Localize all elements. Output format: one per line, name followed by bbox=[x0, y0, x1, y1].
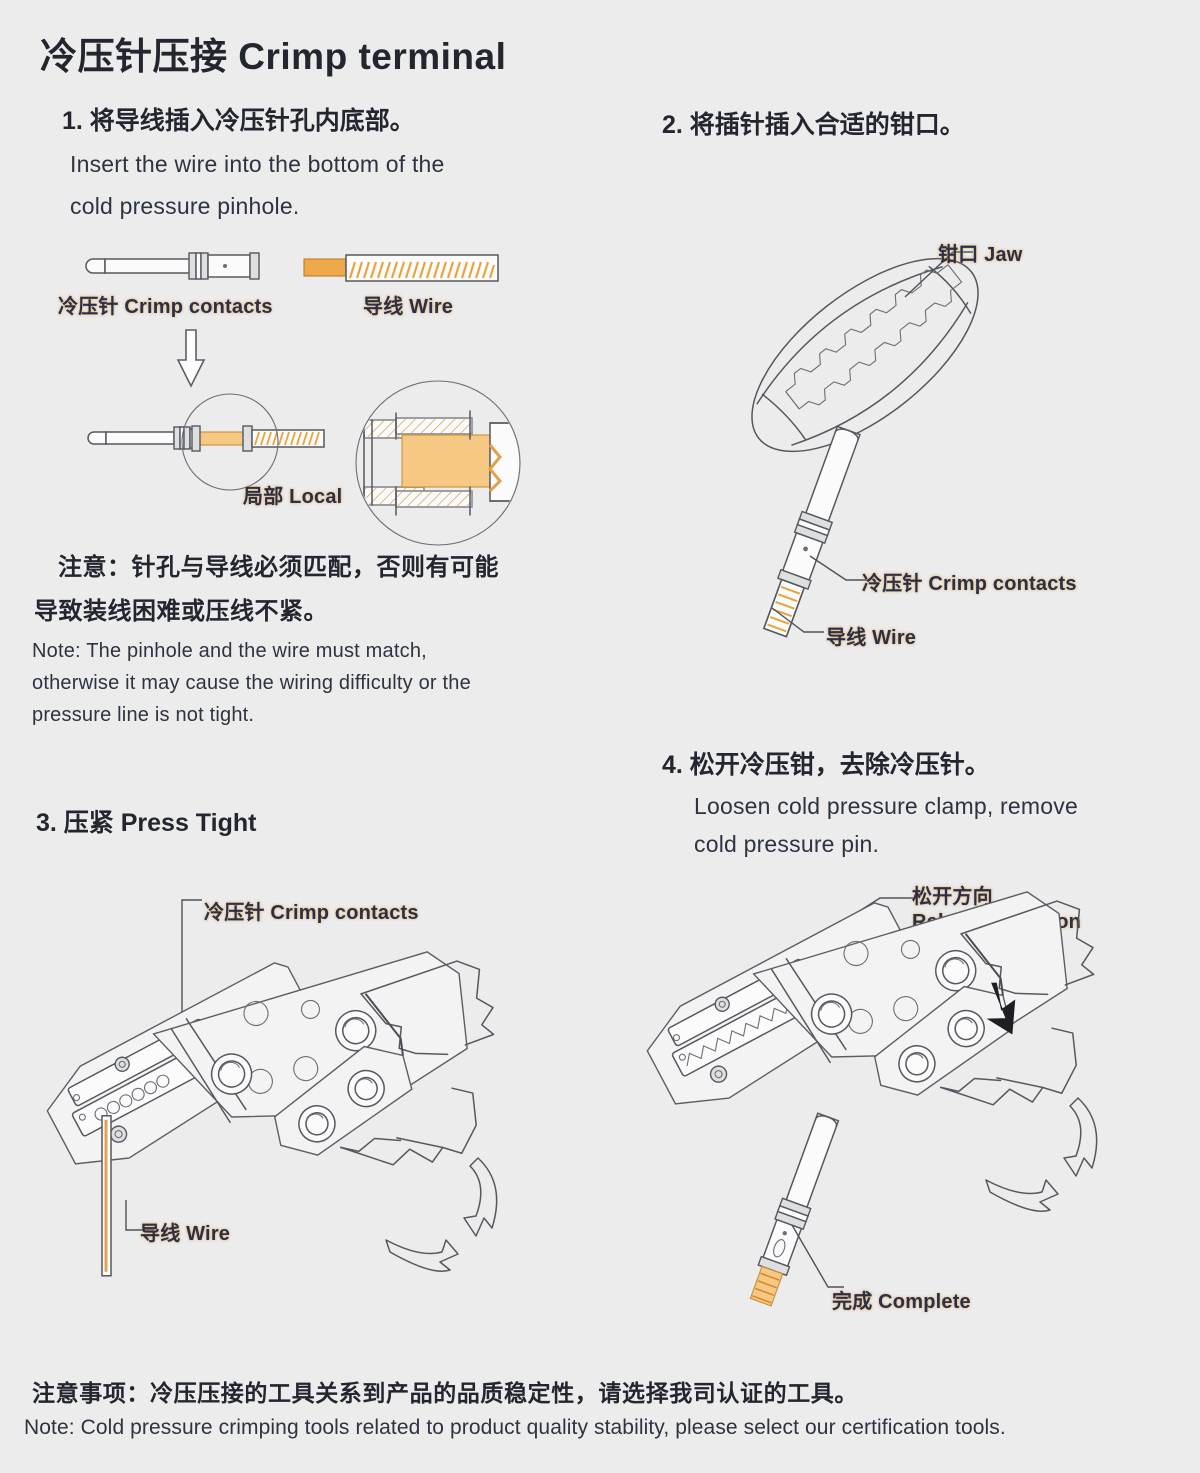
step-1-subtext-line1: Insert the wire into the bottom of the bbox=[70, 151, 445, 177]
angled-pin-illustration bbox=[762, 425, 861, 638]
detail-circle-large bbox=[355, 380, 521, 546]
complete-leader-line bbox=[791, 1224, 844, 1288]
wire-leader-step2 bbox=[771, 607, 824, 633]
step-4-subtext-line2: cold pressure pin. bbox=[694, 831, 880, 857]
label-wire-step3: 导线 Wire bbox=[140, 1223, 231, 1245]
assembled-pin-wire-illustration bbox=[87, 425, 325, 452]
label-complete: 完成 Complete bbox=[832, 1291, 971, 1313]
step-1-subtext-line2: cold pressure pinhole. bbox=[70, 193, 300, 219]
label-wire-step1: 导线 Wire bbox=[363, 296, 454, 318]
step-1-note-en-line2: otherwise it may cause the wiring diffic… bbox=[32, 672, 471, 694]
step-2-heading: 2. 将插针插入合适的钳口。 bbox=[662, 111, 965, 139]
crimp-contacts-leader-step3 bbox=[181, 899, 202, 1024]
label-crimp-contacts-step3: 冷压针 Crimp contacts bbox=[204, 902, 419, 924]
step-1-note-en-line3: pressure line is not tight. bbox=[32, 704, 255, 726]
step-4-subtext-line1: Loosen cold pressure clamp, remove bbox=[694, 793, 1078, 819]
jaw-leader-line bbox=[904, 251, 973, 298]
crimp-contacts-leader-step2 bbox=[809, 555, 868, 581]
footer-note-cn: 注意事项：冷压压接的工具关系到产品的品质稳定性，请选择我司认证的工具。 bbox=[32, 1380, 858, 1406]
step-1-heading: 1. 将导线插入冷压针孔内底部。 bbox=[62, 107, 415, 135]
crimp-contact-illustration bbox=[85, 252, 260, 280]
label-crimp-contacts-step2: 冷压针 Crimp contacts bbox=[862, 573, 1077, 595]
label-jaw: 钳口 Jaw bbox=[938, 244, 1023, 266]
detail-circle-small bbox=[181, 393, 279, 491]
step-4-heading: 4. 松开冷压钳，去除冷压针。 bbox=[662, 751, 990, 779]
label-local: 局部 Local bbox=[243, 486, 343, 508]
step-1-note-en-line1: Note: The pinhole and the wire must matc… bbox=[32, 640, 427, 662]
footer-note-en: Note: Cold pressure crimping tools relat… bbox=[24, 1416, 1006, 1439]
crimping-plier-step4 bbox=[646, 891, 1098, 1212]
label-wire-step2: 导线 Wire bbox=[826, 627, 917, 649]
completed-pin-illustration bbox=[749, 1112, 840, 1307]
step-1-note-cn-line2: 导致装线困难或压线不紧。 bbox=[34, 598, 328, 625]
wire-illustration bbox=[303, 254, 499, 282]
down-arrow-icon bbox=[176, 329, 206, 388]
label-crimp-contacts-step1: 冷压针 Crimp contacts bbox=[58, 296, 273, 318]
step-3-heading: 3. 压紧 Press Tight bbox=[36, 809, 257, 837]
wire-leader-step3 bbox=[125, 1200, 154, 1231]
crimping-plier-step3 bbox=[46, 951, 498, 1277]
page-title: 冷压针压接 Crimp terminal bbox=[40, 36, 507, 77]
step-1-note-cn-line1: 注意：针孔与导线必须匹配，否则有可能 bbox=[58, 554, 499, 581]
